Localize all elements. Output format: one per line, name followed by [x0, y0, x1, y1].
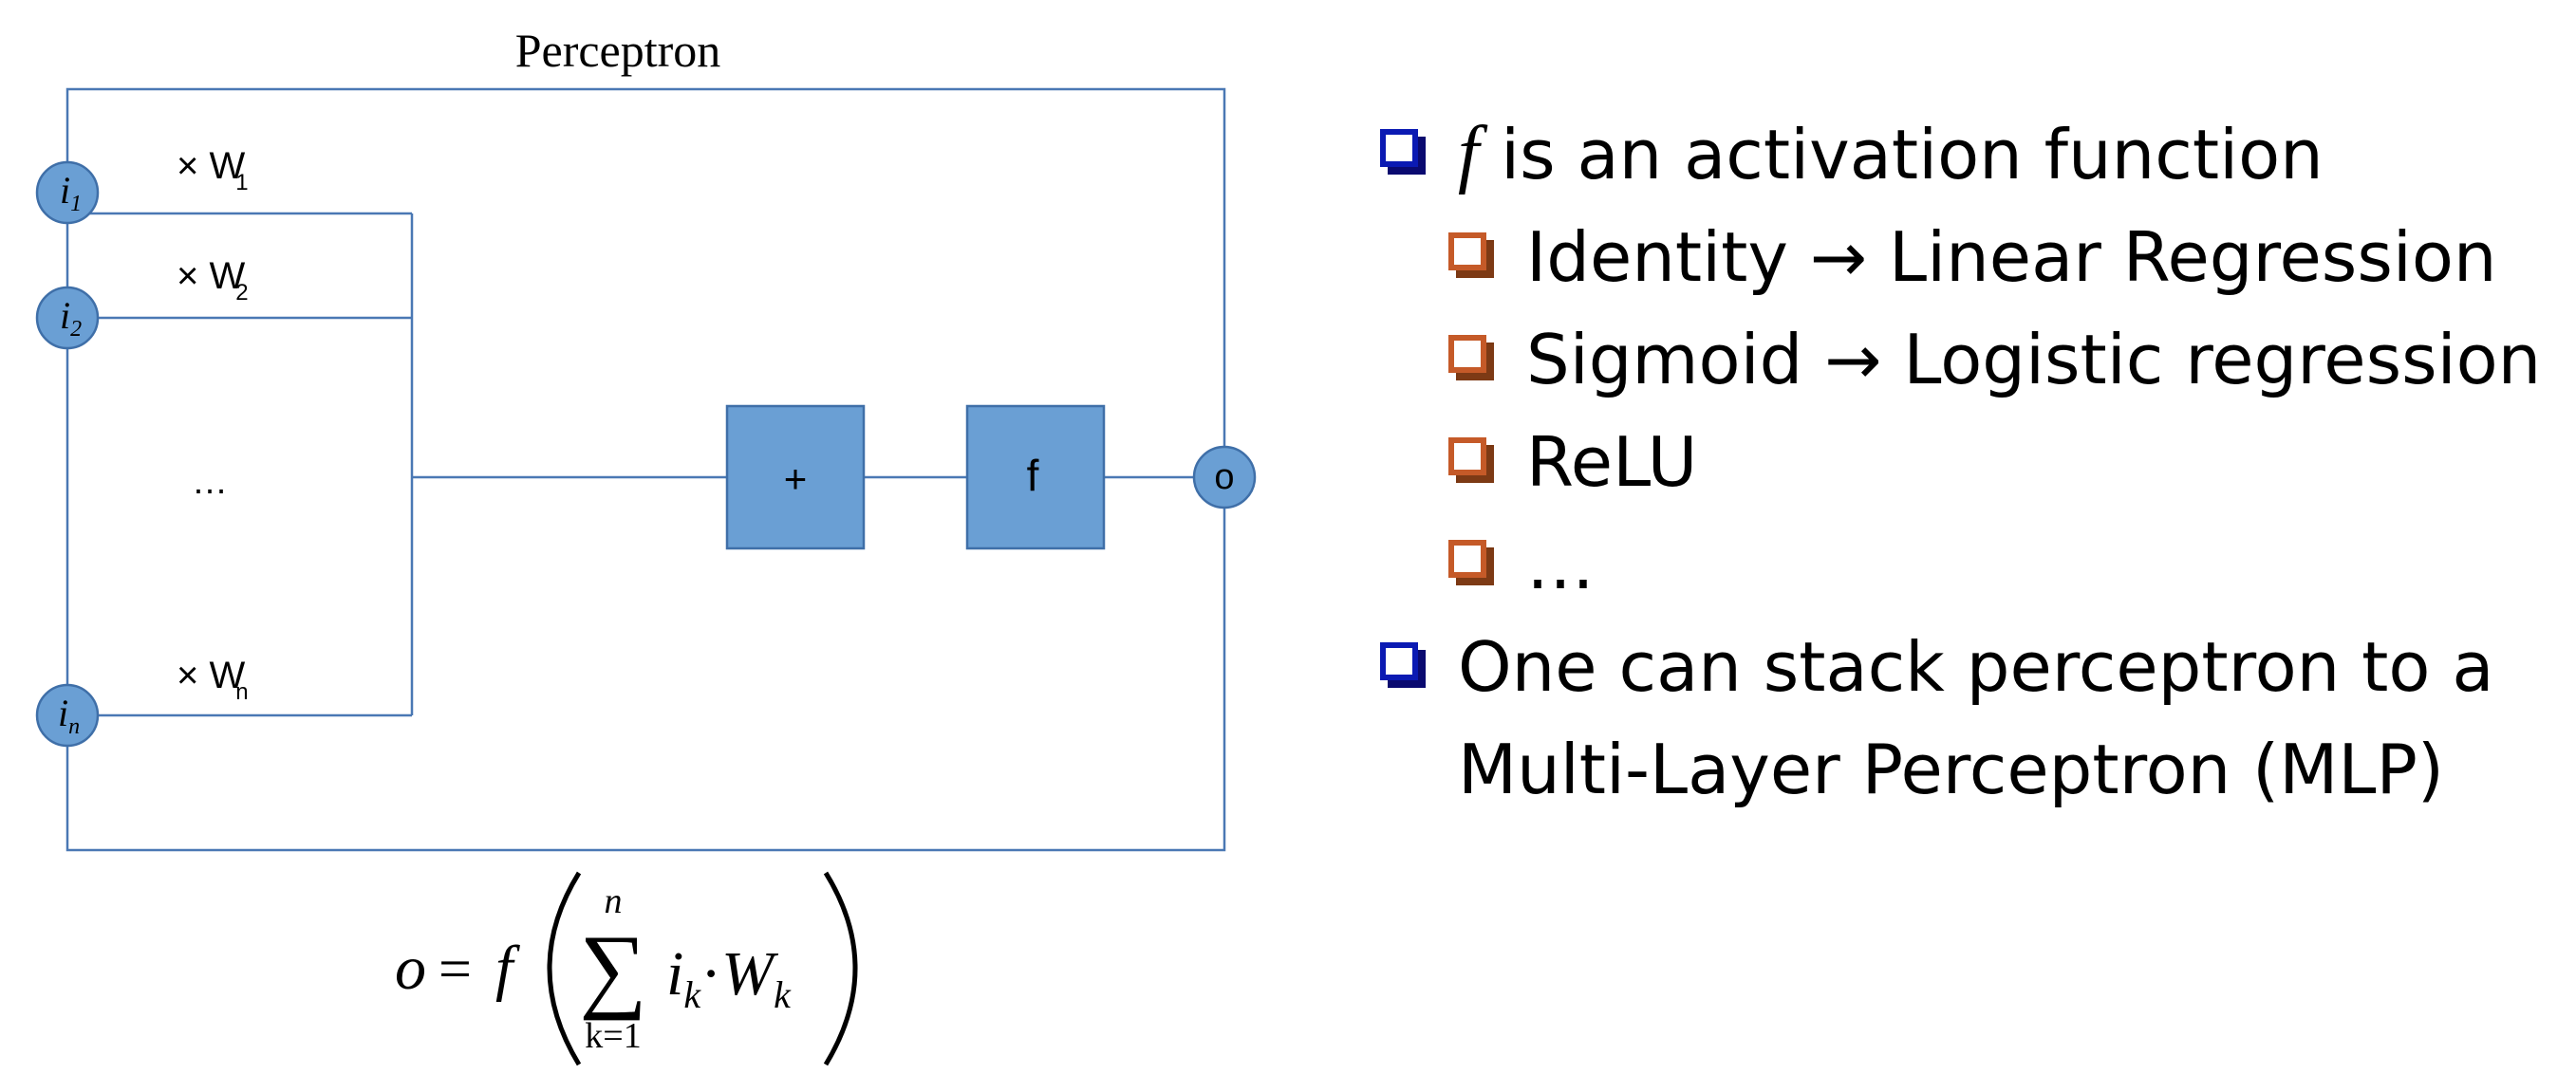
activation-label: f [1027, 451, 1039, 500]
svg-text:i1: i1 [60, 169, 82, 216]
formula-dot: · [700, 939, 721, 1009]
diagram-title: Perceptron [515, 24, 721, 77]
weight-label-n: × Wn [177, 655, 249, 705]
formula-paren-right [823, 871, 858, 1066]
formula-sigma: ∑ [579, 916, 646, 1021]
input-node-1-base: i [60, 169, 70, 212]
input-node-n: in [35, 683, 100, 748]
svg-text:in: in [58, 692, 80, 739]
bullet-box-icon [1380, 642, 1426, 688]
formula-term-w: W [721, 939, 778, 1009]
bullet-relu-text: ReLU [1526, 422, 1698, 502]
weight-sub-2: 2 [235, 280, 248, 306]
bullet-more-text: … [1526, 525, 1595, 604]
svg-text:i2: i2 [60, 294, 82, 342]
input-node-n-sub: n [68, 714, 80, 739]
formula-f: f [495, 934, 520, 1003]
weight-prefix-n: × W [177, 655, 245, 696]
formula-term-i: i [666, 939, 683, 1009]
bullet-sigmoid-text: Sigmoid → Logistic regression [1526, 320, 2542, 399]
sum-label: + [784, 456, 808, 501]
input-node-2-base: i [60, 294, 70, 337]
input-node-2: i2 [35, 286, 100, 350]
bullet-activation-symbol: f [1458, 112, 1480, 195]
weight-label-2: × W2 [177, 255, 249, 306]
inputs-ellipsis: … [192, 462, 228, 502]
input-node-n-base: i [58, 692, 68, 734]
bullet-box-icon [1448, 540, 1494, 585]
formula-term-i-sub: k [683, 973, 701, 1016]
bullet-box-icon [1380, 129, 1426, 175]
bullet-box-icon [1448, 437, 1494, 483]
weight-label-1: × W1 [177, 145, 249, 195]
formula-sum-upper: n [605, 881, 623, 921]
bullet-sigmoid: Sigmoid → Logistic regression [1374, 308, 2561, 411]
formula-lhs: o [395, 934, 426, 1003]
weight-prefix-1: × W [177, 145, 245, 187]
bullet-box-icon [1448, 232, 1494, 278]
bullet-stack-continued-text: Multi-Layer Perceptron (MLP) [1458, 730, 2445, 809]
input-node-1: i1 [35, 160, 100, 225]
output-label: o [1214, 457, 1234, 497]
svg-text:ik·Wk: ik·Wk [666, 939, 792, 1016]
bullet-identity-text: Identity → Linear Regression [1526, 217, 2497, 297]
bullet-stack-text: One can stack perceptron to a [1458, 627, 2494, 707]
formula-paren-left [547, 871, 582, 1066]
bullet-stack-continued: Multi-Layer Perceptron (MLP) [1374, 718, 2561, 821]
formula-sum-lower: k=1 [585, 1016, 641, 1056]
activation-block: f [965, 404, 1106, 550]
weight-prefix-2: × W [177, 255, 245, 297]
output-node: o [1192, 445, 1257, 509]
input-node-2-sub: 2 [70, 317, 82, 342]
bullet-more: … [1374, 513, 2561, 616]
perceptron-formula: o = f n ∑ k=1 ik·Wk [395, 871, 858, 1066]
bullet-list: f is an activation function Identity → L… [1374, 102, 2561, 821]
weight-sub-n: n [235, 679, 248, 705]
formula-term-w-sub: k [774, 973, 792, 1016]
bullet-box-icon [1448, 335, 1494, 380]
bullet-stack: One can stack perceptron to a [1374, 616, 2561, 718]
formula-eq: = [439, 937, 472, 1002]
sum-block: + [725, 404, 866, 550]
input-node-1-sub: 1 [70, 192, 82, 216]
bullet-relu: ReLU [1374, 411, 2561, 513]
bullet-identity: Identity → Linear Regression [1374, 206, 2561, 308]
weight-sub-1: 1 [235, 170, 248, 195]
input-connections [67, 212, 1194, 717]
bullet-activation-text: is an activation function [1479, 115, 2324, 194]
bullet-activation: f is an activation function [1374, 102, 2561, 206]
